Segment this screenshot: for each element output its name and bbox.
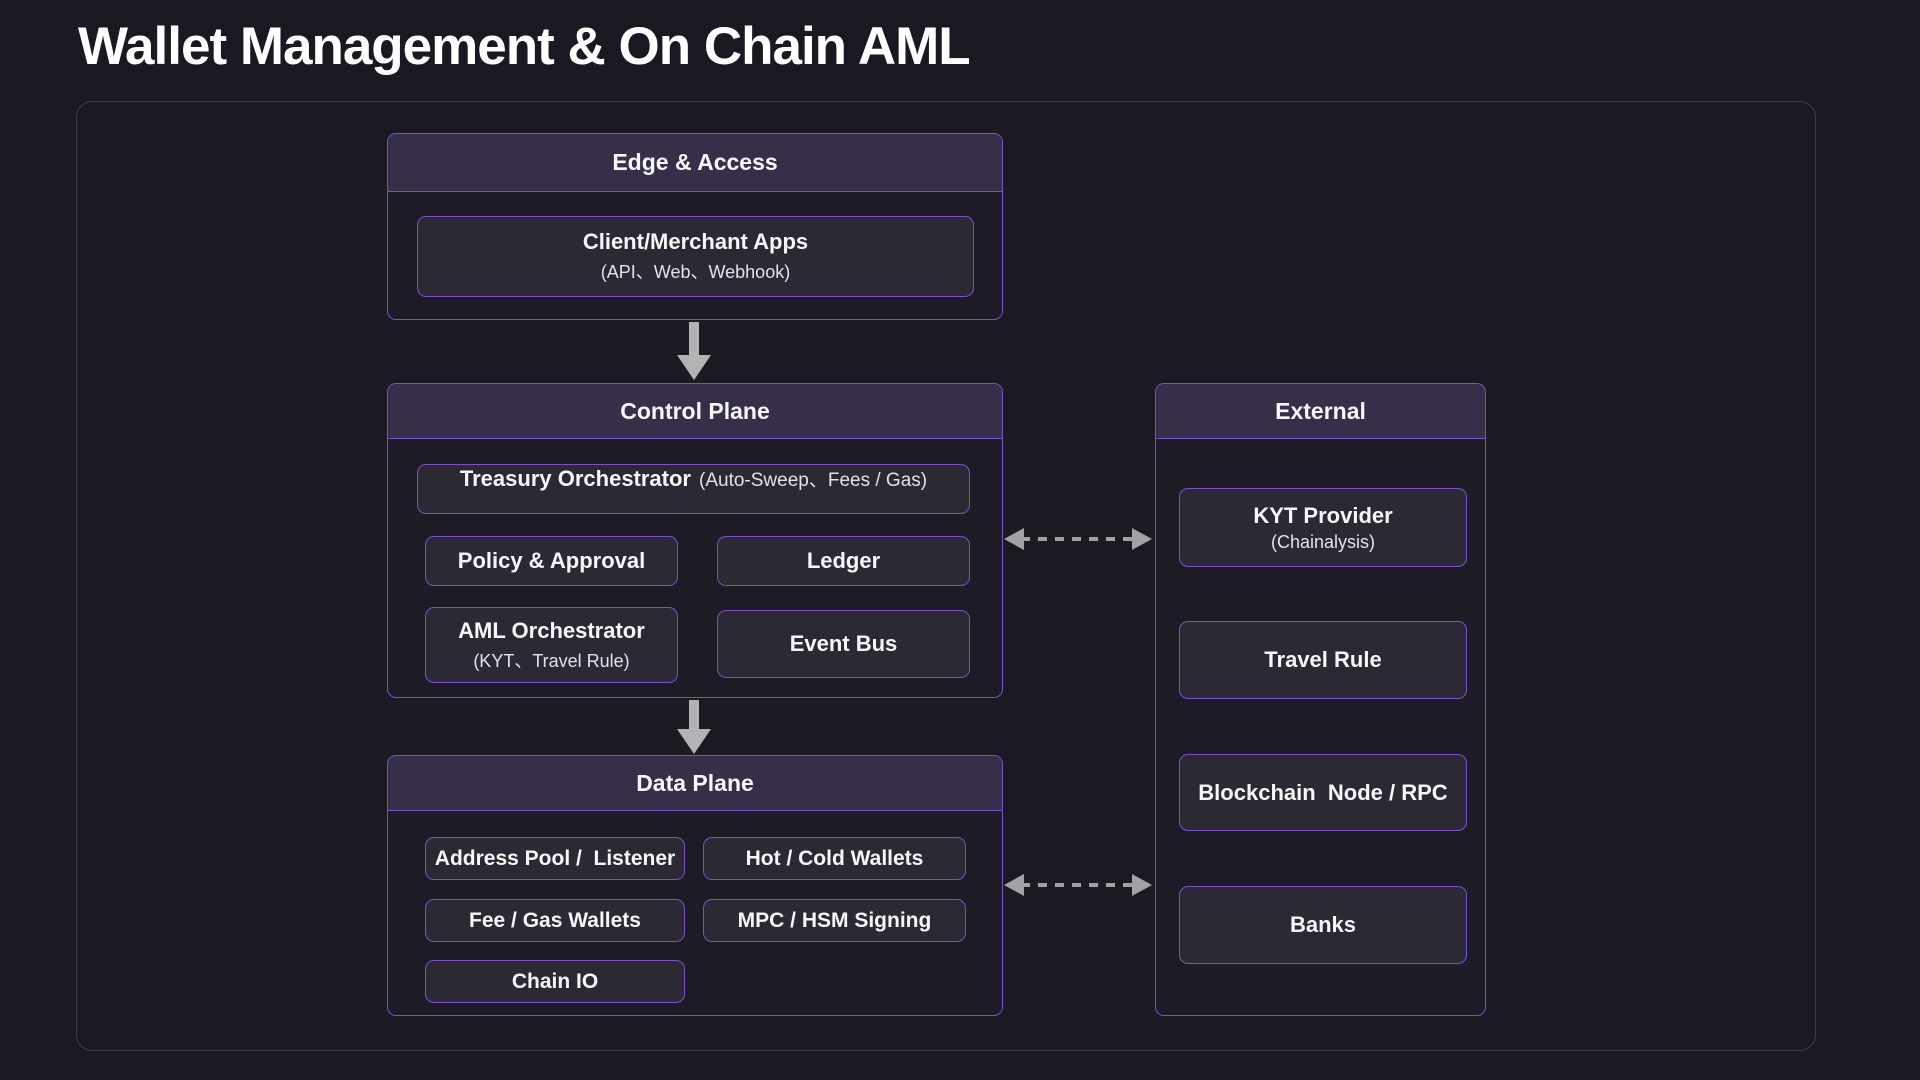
- node-label: Policy & Approval: [457, 548, 646, 573]
- node-label: Event Bus: [789, 631, 898, 656]
- arrow-data-external-bidirectional: [1004, 874, 1152, 896]
- node-ledger: Ledger: [717, 536, 970, 586]
- node-aml-orchestrator: AML Orchestrator (KYT、Travel Rule): [425, 607, 678, 683]
- node-label: Hot / Cold Wallets: [745, 846, 924, 870]
- node-mpc-hsm-signing: MPC / HSM Signing: [703, 899, 966, 942]
- node-label: MPC / HSM Signing: [737, 908, 932, 932]
- arrow-right-icon: [1132, 874, 1152, 896]
- node-fee-gas-wallets: Fee / Gas Wallets: [425, 899, 685, 942]
- arrow-edge-to-control: [677, 322, 711, 380]
- node-banks: Banks: [1179, 886, 1467, 964]
- node-policy-approval: Policy & Approval: [425, 536, 678, 586]
- node-label: Travel Rule: [1264, 647, 1382, 672]
- node-label: AML Orchestrator: [458, 617, 645, 643]
- arrow-left-icon: [1004, 528, 1024, 550]
- node-label: Blockchain Node / RPC: [1198, 779, 1448, 805]
- arrow-left-icon: [1004, 874, 1024, 896]
- section-external: External KYT Provider (Chainalysis) Trav…: [1155, 383, 1486, 1016]
- arrow-stem: [689, 700, 699, 729]
- section-data-plane-header: Data Plane: [388, 756, 1002, 811]
- arrow-down-icon: [677, 729, 711, 754]
- node-address-pool-listener: Address Pool / Listener: [425, 837, 685, 880]
- node-label: Client/Merchant Apps: [582, 229, 809, 254]
- node-sublabel: (API、Web、Webhook): [600, 262, 791, 282]
- node-hot-cold-wallets: Hot / Cold Wallets: [703, 837, 966, 880]
- node-travel-rule: Travel Rule: [1179, 621, 1467, 699]
- node-treasury-orchestrator: Treasury Orchestrator (Auto-Sweep、Fees /…: [417, 464, 970, 514]
- section-edge-access-header: Edge & Access: [388, 134, 1002, 192]
- node-label: Treasury Orchestrator: [459, 466, 691, 491]
- node-label: Ledger: [806, 548, 881, 573]
- node-label: KYT Provider: [1253, 502, 1393, 528]
- dashed-line: [1021, 883, 1135, 887]
- node-blockchain-node-rpc: Blockchain Node / RPC: [1179, 754, 1467, 831]
- node-label: Fee / Gas Wallets: [469, 908, 641, 932]
- node-chain-io: Chain IO: [425, 960, 685, 1003]
- arrow-right-icon: [1132, 528, 1152, 550]
- section-data-plane: Data Plane Address Pool / Listener Hot /…: [387, 755, 1003, 1016]
- node-event-bus: Event Bus: [717, 610, 970, 678]
- node-label: Banks: [1289, 912, 1357, 937]
- arrow-control-external-bidirectional: [1004, 528, 1152, 550]
- page-title: Wallet Management & On Chain AML: [78, 17, 971, 76]
- node-sublabel: (KYT、Travel Rule): [473, 650, 630, 671]
- node-kyt-provider: KYT Provider (Chainalysis): [1179, 488, 1467, 567]
- section-control-plane: Control Plane Treasury Orchestrator (Aut…: [387, 383, 1003, 698]
- node-sublabel: (Chainalysis): [1270, 531, 1376, 552]
- arrow-control-to-data: [677, 700, 711, 754]
- section-edge-access: Edge & Access Client/Merchant Apps (API、…: [387, 133, 1003, 320]
- section-control-plane-header: Control Plane: [388, 384, 1002, 439]
- node-label: Chain IO: [511, 969, 599, 993]
- arrow-stem: [689, 322, 699, 355]
- section-external-header: External: [1156, 384, 1485, 439]
- node-sublabel: (Auto-Sweep、Fees / Gas): [699, 470, 928, 491]
- arrow-down-icon: [677, 355, 711, 380]
- node-client-merchant-apps: Client/Merchant Apps (API、Web、Webhook): [417, 216, 974, 297]
- node-label: Address Pool / Listener: [434, 846, 676, 870]
- dashed-line: [1021, 537, 1135, 541]
